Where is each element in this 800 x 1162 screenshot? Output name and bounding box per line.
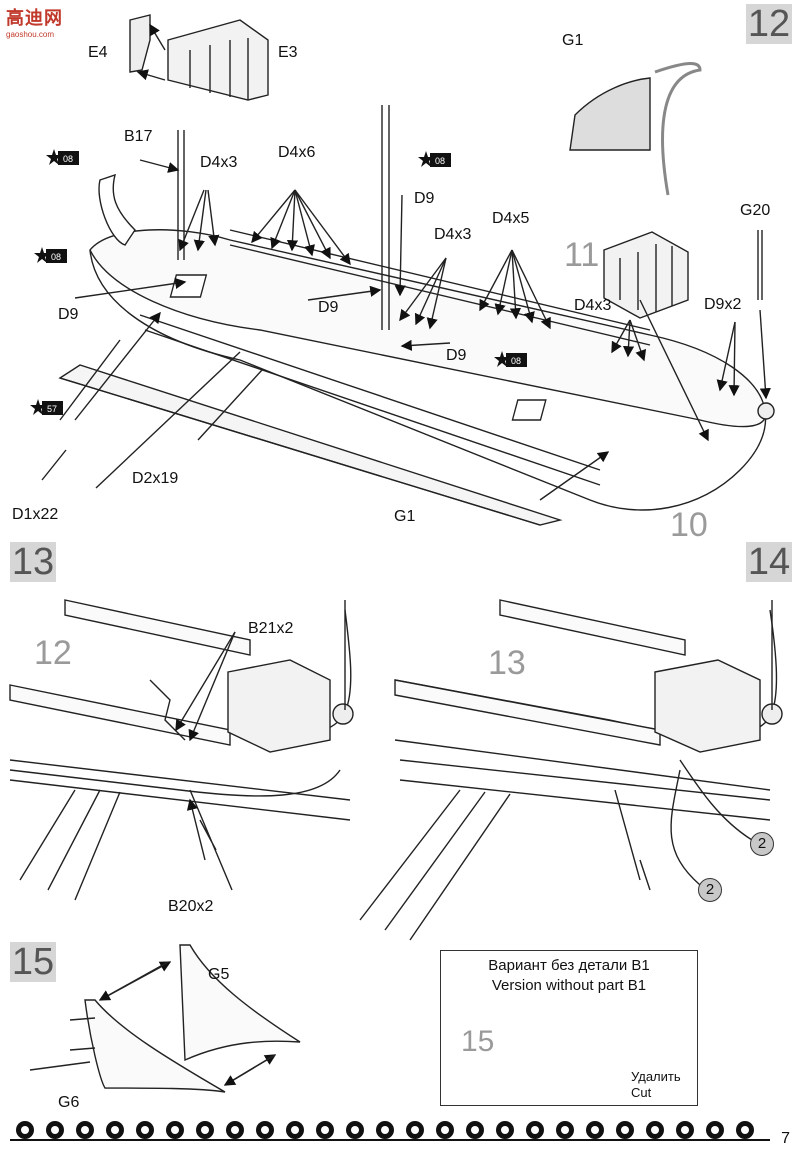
part-g1-rail <box>569 77 651 151</box>
label-d9x2: D9x2 <box>704 296 742 313</box>
oar-d2 <box>95 351 241 489</box>
note-title-ru: Вариант без детали B1 <box>488 957 650 974</box>
svg-text:08: 08 <box>511 356 521 366</box>
label-b17: B17 <box>124 128 153 145</box>
ghost-step-10: 10 <box>670 506 708 544</box>
ghost-step-11: 11 <box>564 236 600 274</box>
label-g1-top: G1 <box>562 32 584 49</box>
label-d4x3-b: D4x3 <box>434 226 472 243</box>
callout-2-b: 2 <box>698 878 722 902</box>
label-d9-c: D9 <box>318 299 339 316</box>
label-g20: G20 <box>740 202 771 219</box>
label-b20x2: B20x2 <box>168 898 214 915</box>
note-cut-ru: Удалить <box>631 1069 681 1084</box>
label-g5: G5 <box>208 966 230 983</box>
oar-d1 <box>41 339 121 481</box>
ghost-step-12: 12 <box>34 634 72 672</box>
step-number-14: 14 <box>746 541 792 583</box>
part-e4 <box>129 14 151 73</box>
step-number-13: 13 <box>10 541 56 583</box>
sail-g6 <box>84 999 226 1093</box>
watermark-logo: 高迪网 gaoshou.com <box>6 4 70 39</box>
note-title-en: Version without part B1 <box>491 977 647 994</box>
svg-text:08: 08 <box>63 154 73 164</box>
svg-text:57: 57 <box>47 404 57 414</box>
paint-ref-star-icon: 08 <box>494 350 528 370</box>
paint-ref-star-icon: 08 <box>34 246 68 266</box>
label-g1-bottom: G1 <box>394 508 416 525</box>
logo-subtext: gaoshou.com <box>6 30 55 39</box>
ghost-step-13: 13 <box>488 644 526 682</box>
label-d4x3-a: D4x3 <box>200 154 238 171</box>
step-number-15: 15 <box>10 941 56 983</box>
label-d4x3-c: D4x3 <box>574 297 612 314</box>
sail-g5 <box>179 944 301 1062</box>
label-d9-d: D9 <box>446 347 467 364</box>
note-ghost-step-15: 15 <box>461 1025 495 1058</box>
paint-ref-star-icon: 08 <box>46 148 80 168</box>
variant-note-box: Вариант без детали B1 Version without pa… <box>440 950 698 1106</box>
svg-text:08: 08 <box>51 252 61 262</box>
label-g6: G6 <box>58 1094 80 1111</box>
svg-text:08: 08 <box>435 156 445 166</box>
label-b21x2: B21x2 <box>248 620 294 637</box>
part-cabin-11 <box>603 231 689 319</box>
label-d1x22: D1x22 <box>12 506 59 523</box>
logo-text: 高迪网 <box>6 8 63 28</box>
note-cut-en: Cut <box>631 1085 652 1100</box>
label-d4x6: D4x6 <box>278 144 316 161</box>
label-d9-b: D9 <box>58 306 79 323</box>
label-d4x5: D4x5 <box>492 210 530 227</box>
step-number-12: 12 <box>746 3 792 45</box>
page-number: 7 <box>781 1130 790 1147</box>
label-e4: E4 <box>88 44 108 61</box>
label-d9-a: D9 <box>414 190 435 207</box>
label-d2x19: D2x19 <box>132 470 179 487</box>
label-e3: E3 <box>278 44 298 61</box>
part-e3 <box>167 19 269 101</box>
oar-panel <box>58 364 563 526</box>
paint-ref-star-icon: 57 <box>30 398 64 418</box>
paint-ref-star-icon: 08 <box>418 150 452 170</box>
callout-2-a: 2 <box>750 832 774 856</box>
